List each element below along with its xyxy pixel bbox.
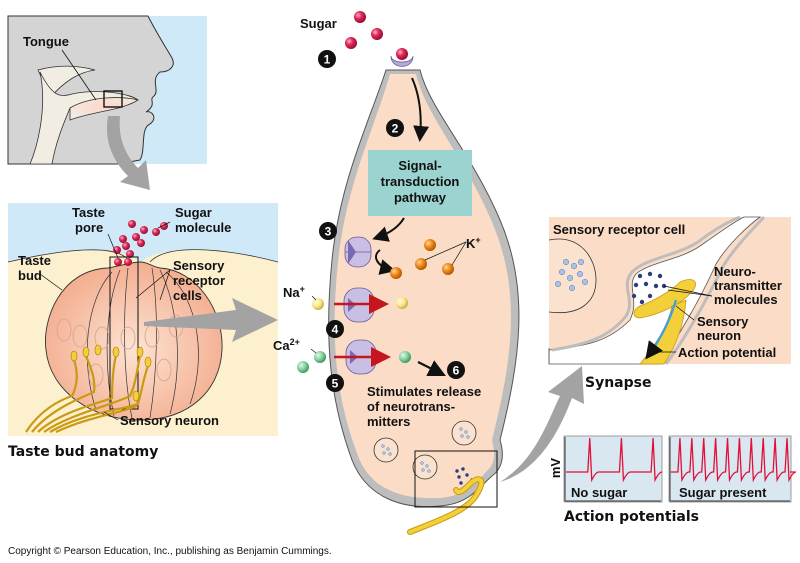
pathway-text-2: transduction [381, 174, 460, 189]
taste-pore-label-1: Taste [72, 205, 105, 220]
receptor-cells-label-1: Sensory [173, 258, 225, 273]
neurotransmitter-label-3: molecules [714, 292, 778, 307]
ca-ion-label: Ca2+ [273, 337, 300, 353]
svg-text:1: 1 [324, 53, 331, 67]
gray-arrow-right [144, 298, 278, 342]
na-ion-label: Na+ [283, 284, 305, 300]
sensory-neuron-label: Sensory neuron [120, 413, 219, 428]
receptor-cell-panel: Sugar 1 2 Signal- transduction pathway 3 [273, 11, 584, 535]
na-ion-inside [396, 297, 408, 309]
taste-bud-label-2: bud [18, 268, 42, 283]
synapse-vesicle [548, 238, 597, 314]
k-efflux-arrow [375, 249, 396, 275]
sensory-receptor-cell-label: Sensory receptor cell [553, 222, 685, 237]
trace-sugar-present [671, 437, 797, 483]
taste-bud-anatomy-caption: Taste bud anatomy [8, 444, 158, 460]
taste-pore-label-2: pore [75, 220, 103, 235]
synapse-panel: Sensory receptor cell Neuro- transmitter… [548, 215, 791, 391]
k-channel [344, 236, 372, 268]
vesicle-neurotransmitters [554, 258, 589, 292]
step-6-badge: 6 [447, 361, 465, 379]
nuclei [56, 314, 184, 387]
free-sugar-molecules [345, 11, 383, 49]
vesicles [373, 420, 477, 480]
gray-arrow-down [106, 116, 150, 190]
sugar-label: Sugar [300, 16, 337, 31]
step-2-badge: 2 [386, 119, 404, 137]
synaptic-cleft [548, 216, 762, 365]
taste-bud-panel: Taste pore Sugar molecule Taste bud Sens… [7, 203, 279, 460]
mv-axis-label: mV [548, 458, 563, 479]
tongue-panel: Tongue [7, 15, 207, 190]
potassium-ions [390, 239, 454, 279]
svg-text:4: 4 [332, 323, 339, 337]
action-potential-label: Action potential [678, 345, 776, 360]
ca-ion-inside [399, 351, 411, 363]
step-4-badge: 4 [326, 320, 344, 338]
svg-text:5: 5 [332, 377, 339, 391]
sugar-molecule-label-1: Sugar [175, 205, 212, 220]
tongue-label: Tongue [23, 34, 69, 49]
na-ion-outside [312, 298, 324, 310]
release-text-1: Stimulates release [367, 384, 481, 399]
cell-zoom-box [109, 256, 139, 410]
signal-transduction-box [368, 150, 472, 216]
pathway-text-1: Signal- [398, 158, 441, 173]
arrow-to-pathway [411, 77, 430, 142]
synapse-terminal [407, 467, 485, 535]
synapse-sensory-neuron-label-2: neuron [697, 328, 741, 343]
receptor-cells-label-2: receptor [173, 273, 225, 288]
step-1-badge: 1 [318, 50, 336, 68]
svg-text:3: 3 [325, 225, 332, 239]
k-ion-label: K+ [466, 235, 481, 251]
synapse-zoom-box [414, 450, 498, 508]
taste-bud-sugar-molecules [113, 220, 168, 266]
graph-no-sugar-bg [563, 435, 663, 503]
svg-text:2: 2 [392, 122, 399, 136]
step-3-badge: 3 [319, 222, 337, 240]
graph-no-sugar: No sugar [563, 435, 663, 503]
neurotransmitter-label-2: transmitter [714, 278, 782, 293]
release-text-2: of neurotrans- [367, 399, 455, 414]
action-potentials-panel: mV No sugar Sugar present Action potenti… [548, 435, 797, 525]
release-arrow [417, 360, 446, 376]
trace-no-sugar [566, 437, 663, 483]
sensory-neuron-fibers [25, 355, 150, 433]
neurotransmitter-label-1: Neuro- [714, 264, 756, 279]
taste-bud-label-1: Taste [18, 253, 51, 268]
no-sugar-label: No sugar [571, 485, 627, 500]
ca-ion-outside-2 [314, 351, 326, 363]
synapse-leader-lines [650, 285, 713, 353]
bound-sugar [396, 48, 408, 60]
synapse-caption: Synapse [585, 375, 651, 391]
svg-text:6: 6 [453, 364, 460, 378]
taste-bud-leader-lines [39, 221, 171, 421]
tongue-leader-line [61, 49, 97, 101]
copyright-notice: Copyright © Pearson Education, Inc., pub… [8, 546, 332, 557]
graph-sugar-present-bg [668, 435, 792, 503]
arrow-to-k-channel [372, 217, 405, 242]
nerve-endings [70, 344, 152, 402]
sugar-present-label: Sugar present [679, 485, 767, 500]
release-text-3: mitters [367, 414, 410, 429]
sugar-receptor [390, 48, 414, 67]
ca-ion-outside-1 [297, 361, 309, 373]
pathway-text-3: pathway [394, 190, 447, 205]
graph-sugar-present: Sugar present [668, 435, 797, 503]
synapse-sensory-neuron-label-1: Sensory [697, 314, 749, 329]
step-5-badge: 5 [326, 374, 344, 392]
gray-arrow-up [500, 366, 584, 482]
cell-cytoplasm [334, 74, 511, 499]
zoom-box [103, 90, 123, 108]
action-potentials-caption: Action potentials [564, 509, 699, 525]
receptor-cells-label-3: cells [173, 288, 202, 303]
sugar-molecule-label-2: molecule [175, 220, 231, 235]
